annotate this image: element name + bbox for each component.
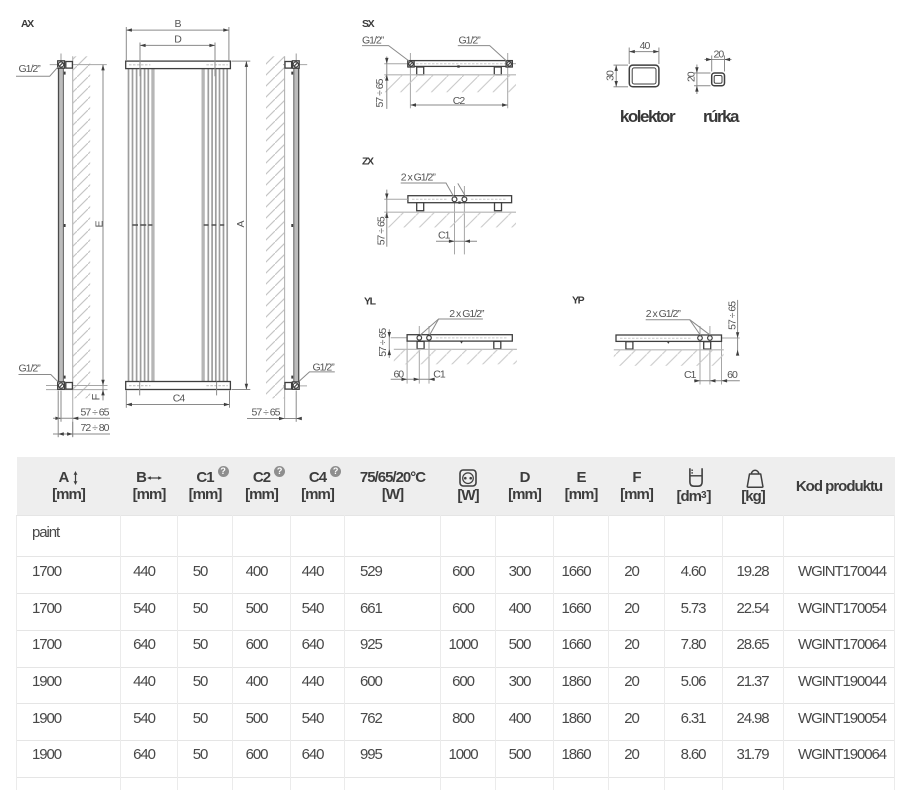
- svg-text:G1/2”: G1/2”: [313, 362, 336, 374]
- svg-text:AX: AX: [21, 18, 34, 30]
- svg-text:B: B: [174, 18, 181, 30]
- svg-text:57 ÷ 65: 57 ÷ 65: [81, 407, 110, 419]
- svg-text:2 x G1/2”: 2 x G1/2”: [401, 172, 437, 184]
- svg-text:72 ÷ 80: 72 ÷ 80: [81, 422, 110, 434]
- svg-text:57 ÷ 65: 57 ÷ 65: [377, 328, 389, 357]
- svg-text:30: 30: [604, 70, 616, 81]
- svg-text:20: 20: [714, 48, 725, 60]
- svg-text:D: D: [174, 34, 182, 46]
- svg-text:57 ÷ 65: 57 ÷ 65: [727, 301, 739, 330]
- svg-text:2 x G1/2”: 2 x G1/2”: [646, 308, 682, 320]
- svg-text:rúrka: rúrka: [703, 107, 740, 126]
- svg-text:20: 20: [685, 71, 697, 82]
- svg-text:C2: C2: [453, 95, 466, 107]
- svg-text:G1/2”: G1/2”: [19, 63, 42, 75]
- svg-text:C4: C4: [173, 393, 186, 405]
- svg-text:ZX: ZX: [362, 156, 374, 168]
- svg-text:60: 60: [727, 369, 738, 381]
- svg-text:G1/2”: G1/2”: [459, 35, 482, 47]
- svg-text:40: 40: [640, 40, 651, 52]
- svg-text:G1/2”: G1/2”: [19, 363, 42, 375]
- svg-text:kolektor: kolektor: [620, 107, 676, 126]
- svg-text:57 ÷ 65: 57 ÷ 65: [252, 407, 281, 419]
- svg-text:A: A: [235, 221, 247, 228]
- svg-text:60: 60: [393, 369, 404, 381]
- svg-text:C1: C1: [433, 369, 446, 381]
- svg-text:2 x G1/2”: 2 x G1/2”: [449, 308, 485, 320]
- svg-text:E: E: [93, 221, 105, 228]
- svg-text:F: F: [91, 393, 103, 400]
- svg-text:YP: YP: [572, 295, 585, 307]
- svg-text:YL: YL: [364, 296, 377, 308]
- svg-text:57 ÷ 65: 57 ÷ 65: [374, 78, 386, 107]
- svg-text:SX: SX: [362, 18, 375, 30]
- svg-text:C1: C1: [684, 369, 697, 381]
- svg-text:57 ÷ 65: 57 ÷ 65: [376, 216, 388, 245]
- svg-text:C1: C1: [438, 230, 451, 242]
- svg-text:G1/2”: G1/2”: [362, 35, 385, 47]
